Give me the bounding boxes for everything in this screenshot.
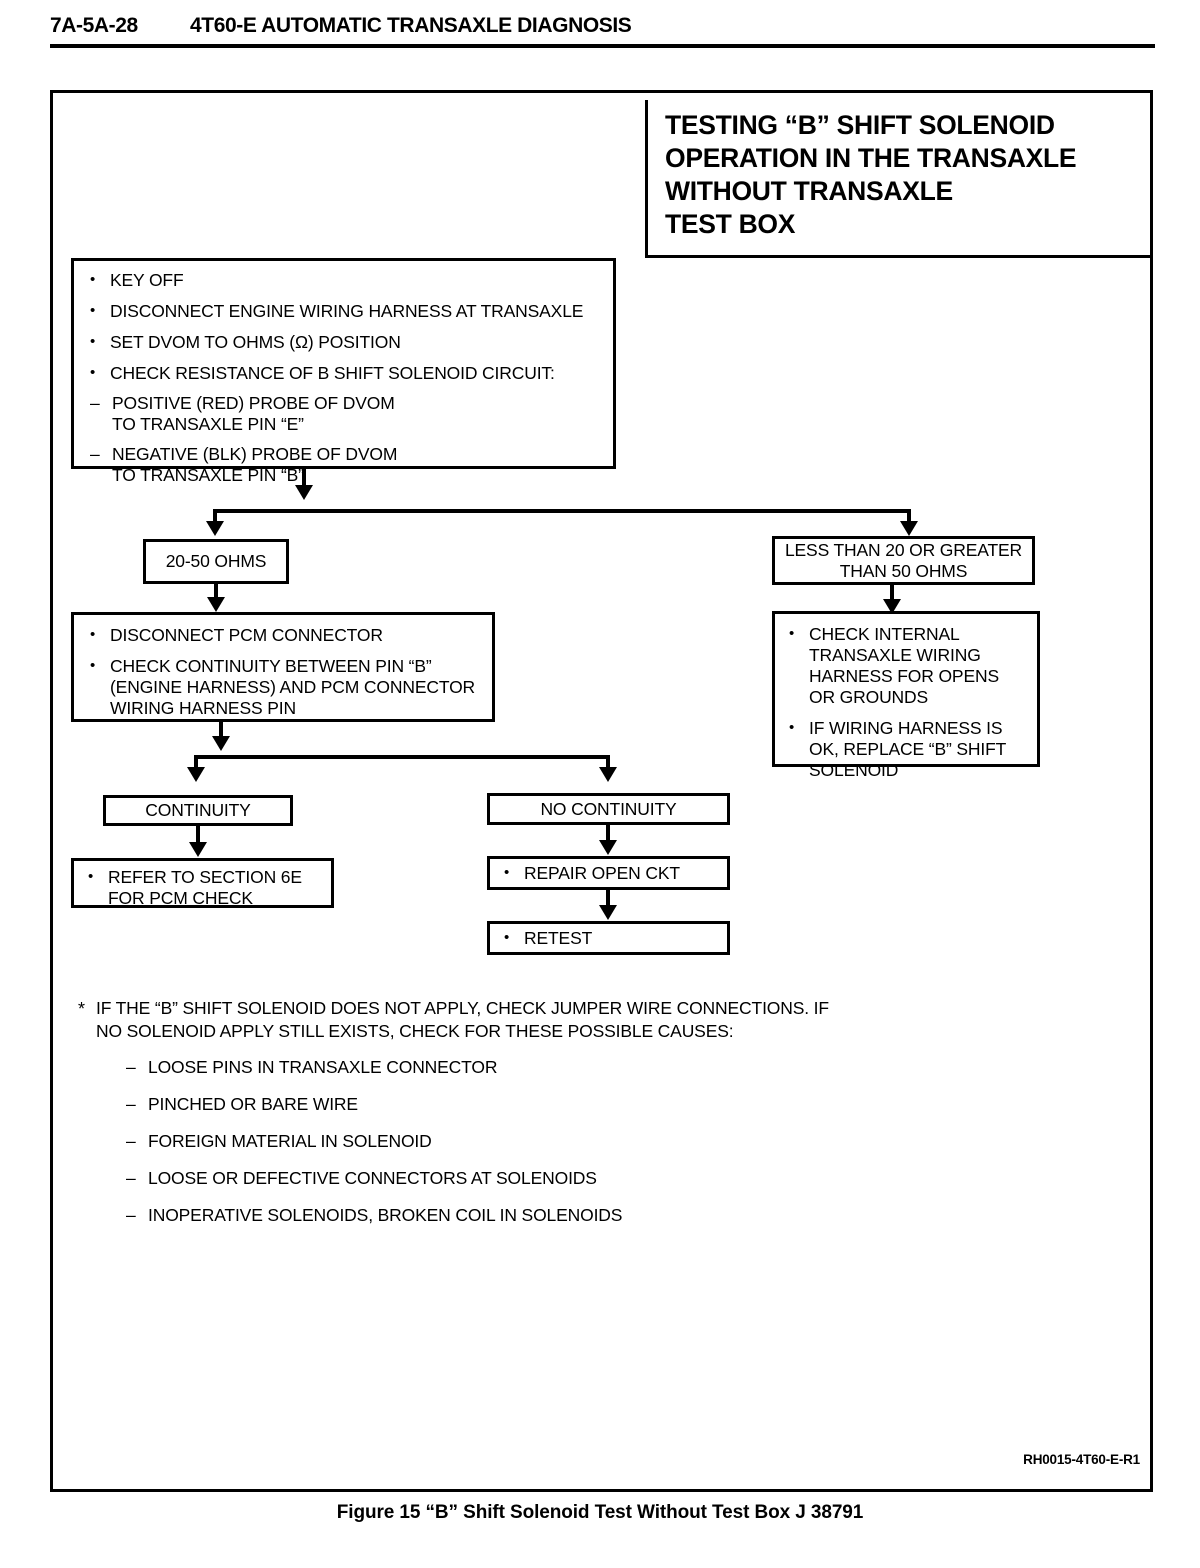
figure-title-block: TESTING “B” SHIFT SOLENOID OPERATION IN … — [645, 100, 1153, 258]
result-box-out-of-range-line-2: THAN 50 OHMS — [839, 560, 968, 581]
connector-start-arrow — [295, 485, 313, 500]
action-box-pcm-continuity: DISCONNECT PCM CONNECTOR CHECK CONTINUIT… — [71, 612, 495, 722]
start-sub-item-2-line-2: TO TRANSAXLE PIN “B” — [112, 465, 304, 485]
retest-bullet-list: RETEST — [498, 927, 719, 949]
split-bar-1-right-arrow — [900, 521, 918, 536]
result-box-continuity: CONTINUITY — [103, 795, 293, 826]
start-sub-item-1: POSITIVE (RED) PROBE OF DVOM TO TRANSAXL… — [84, 393, 603, 435]
result-box-out-of-range-label: LESS THAN 20 OR GREATER THAN 50 OHMS — [775, 539, 1032, 582]
footnote-cause-1: LOOSE PINS IN TRANSAXLE CONNECTOR — [126, 1057, 928, 1078]
result-box-continuity-label: CONTINUITY — [145, 800, 251, 820]
page-folio: 7A-5A-28 — [50, 14, 138, 37]
action-right-bullet-2-line-3: SOLENOID — [809, 760, 899, 780]
action-left-bullet-2-line-2: (ENGINE HARNESS) AND PCM CONNECTOR — [110, 677, 476, 697]
split-bar-2-right-arrow — [599, 767, 617, 782]
retest-bullet-1: RETEST — [498, 927, 719, 949]
action-right-bullet-1-line-4: OR GROUNDS — [809, 687, 929, 707]
result-box-no-continuity: NO CONTINUITY — [487, 793, 730, 825]
footnote-lead-line-2: NO SOLENOID APPLY STILL EXISTS, CHECK FO… — [96, 1021, 734, 1041]
start-bullet-4: CHECK RESISTANCE OF B SHIFT SOLENOID CIR… — [84, 362, 603, 384]
start-sub-list: POSITIVE (RED) PROBE OF DVOM TO TRANSAXL… — [84, 393, 603, 486]
repair-bullet-1: REPAIR OPEN CKT — [498, 862, 719, 884]
refer-line-1: REFER TO SECTION 6E — [108, 867, 302, 887]
action-right-bullet-1-line-1: CHECK INTERNAL — [809, 624, 960, 644]
start-sub-item-2: NEGATIVE (BLK) PROBE OF DVOM TO TRANSAXL… — [84, 444, 603, 486]
start-sub-item-1-line-2: TO TRANSAXLE PIN “E” — [112, 414, 304, 434]
result-box-20-50-ohms-label: 20-50 OHMS — [165, 551, 267, 571]
action-right-bullet-list: CHECK INTERNAL TRANSAXLE WIRING HARNESS … — [783, 623, 1029, 781]
page-header-title: 4T60-E AUTOMATIC TRANSAXLE DIAGNOSIS — [190, 14, 632, 37]
connector-continuity-to-refer — [196, 826, 200, 844]
terminal-box-refer-section-6e: REFER TO SECTION 6E FOR PCM CHECK — [71, 858, 334, 908]
split-bar-2-right-drop — [606, 755, 610, 769]
refer-line-2: FOR PCM CHECK — [108, 888, 253, 908]
connector-left-result-arrow — [207, 597, 225, 612]
result-box-out-of-range-line-1: LESS THAN 20 OR GREATER — [784, 539, 1023, 560]
connector-repair-to-retest — [606, 890, 610, 907]
footnote-cause-4: LOOSE OR DEFECTIVE CONNECTORS AT SOLENOI… — [126, 1168, 928, 1189]
footnote-cause-2: PINCHED OR BARE WIRE — [126, 1094, 928, 1115]
figure-title-line-1: TESTING “B” SHIFT SOLENOID — [665, 110, 1055, 140]
connector-action-left-arrow — [212, 736, 230, 751]
start-bullet-1: KEY OFF — [84, 269, 603, 291]
split-bar-1-left-drop — [213, 509, 217, 523]
split-bar-1 — [213, 509, 911, 513]
result-box-20-50-ohms: 20-50 OHMS — [143, 539, 289, 584]
action-left-bullet-list: DISCONNECT PCM CONNECTOR CHECK CONTINUIT… — [84, 624, 482, 719]
action-left-bullet-2-line-1: CHECK CONTINUITY BETWEEN PIN “B” — [110, 656, 432, 676]
action-right-bullet-1-line-2: TRANSAXLE WIRING — [809, 645, 981, 665]
connector-continuity-arrow — [189, 842, 207, 857]
connector-right-result-arrow — [883, 599, 901, 614]
figure-title: TESTING “B” SHIFT SOLENOID OPERATION IN … — [665, 109, 1145, 241]
page-header: 7A-5A-28 4T60-E AUTOMATIC TRANSAXLE DIAGN… — [50, 14, 1150, 44]
figure-caption: Figure 15 “B” Shift Solenoid Test Withou… — [336, 1502, 864, 1523]
action-left-bullet-1: DISCONNECT PCM CONNECTOR — [84, 624, 482, 646]
split-bar-1-right-drop — [907, 509, 911, 523]
figure-footnote: IF THE “B” SHIFT SOLENOID DOES NOT APPLY… — [78, 997, 928, 1242]
connector-start-stub — [302, 469, 306, 487]
result-box-out-of-range: LESS THAN 20 OR GREATER THAN 50 OHMS — [772, 536, 1035, 585]
split-bar-2 — [194, 755, 610, 759]
action-right-bullet-1-line-3: HARNESS FOR OPENS — [809, 666, 999, 686]
footnote-cause-5: INOPERATIVE SOLENOIDS, BROKEN COIL IN SO… — [126, 1205, 928, 1226]
start-instruction-box: KEY OFF DISCONNECT ENGINE WIRING HARNESS… — [71, 258, 616, 485]
connector-repair-arrow — [599, 905, 617, 920]
connector-no-continuity-to-repair — [606, 825, 610, 842]
figure-title-line-2: OPERATION IN THE TRANSAXLE — [665, 143, 1077, 173]
repair-bullet-list: REPAIR OPEN CKT — [498, 862, 719, 884]
split-bar-1-left-arrow — [206, 521, 224, 536]
connector-right-result-to-action — [890, 585, 894, 601]
start-bullet-3: SET DVOM TO OHMS (Ω) POSITION — [84, 331, 603, 353]
figure-title-line-4: TEST BOX — [665, 209, 796, 239]
figure-frame — [50, 90, 1153, 1492]
action-left-bullet-2: CHECK CONTINUITY BETWEEN PIN “B” (ENGINE… — [84, 655, 482, 719]
terminal-box-retest: RETEST — [487, 921, 730, 955]
action-right-bullet-2-line-1: IF WIRING HARNESS IS — [809, 718, 1003, 738]
split-bar-2-left-arrow — [187, 767, 205, 782]
drawing-number: RH0015-4T60-E-R1 — [1023, 1452, 1140, 1467]
start-bullet-2: DISCONNECT ENGINE WIRING HARNESS AT TRAN… — [84, 300, 603, 322]
start-sub-item-2-line-1: NEGATIVE (BLK) PROBE OF DVOM — [112, 444, 398, 464]
footnote-cause-list: LOOSE PINS IN TRANSAXLE CONNECTOR PINCHE… — [78, 1057, 928, 1226]
refer-bullet-list: REFER TO SECTION 6E FOR PCM CHECK — [82, 866, 323, 909]
start-sub-item-1-line-1: POSITIVE (RED) PROBE OF DVOM — [112, 393, 395, 413]
split-bar-2-left-drop — [194, 755, 198, 769]
refer-bullet-1: REFER TO SECTION 6E FOR PCM CHECK — [82, 866, 323, 909]
footnote-cause-3: FOREIGN MATERIAL IN SOLENOID — [126, 1131, 928, 1152]
terminal-box-repair-open-ckt: REPAIR OPEN CKT — [487, 856, 730, 890]
footnote-lead: IF THE “B” SHIFT SOLENOID DOES NOT APPLY… — [78, 997, 928, 1043]
start-bullet-list: KEY OFF DISCONNECT ENGINE WIRING HARNESS… — [84, 269, 603, 384]
footnote-lead-line-1: IF THE “B” SHIFT SOLENOID DOES NOT APPLY… — [96, 998, 829, 1018]
action-right-bullet-2: IF WIRING HARNESS IS OK, REPLACE “B” SHI… — [783, 717, 1029, 781]
action-right-bullet-1: CHECK INTERNAL TRANSAXLE WIRING HARNESS … — [783, 623, 1029, 708]
connector-action-left-stub — [219, 722, 223, 738]
action-right-bullet-2-line-2: OK, REPLACE “B” SHIFT — [809, 739, 1007, 759]
connector-no-continuity-arrow — [599, 840, 617, 855]
connector-left-result-to-action — [214, 584, 218, 599]
header-rule — [50, 44, 1155, 48]
result-box-no-continuity-label: NO CONTINUITY — [540, 798, 677, 819]
action-box-internal-harness: CHECK INTERNAL TRANSAXLE WIRING HARNESS … — [772, 611, 1040, 780]
figure-title-line-3: WITHOUT TRANSAXLE — [665, 176, 953, 206]
action-left-bullet-2-line-3: WIRING HARNESS PIN — [110, 698, 296, 718]
